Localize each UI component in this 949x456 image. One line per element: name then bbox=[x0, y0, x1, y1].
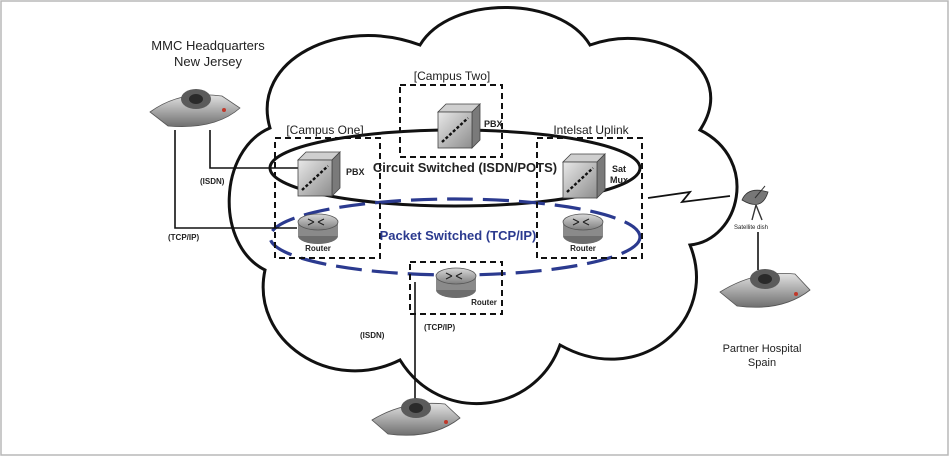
campus-one-box bbox=[274, 137, 381, 259]
mmc-hq-label-line2: New Jersey bbox=[174, 54, 242, 69]
campus-one-label: [Campus One] bbox=[286, 123, 363, 137]
campus-two-box bbox=[399, 84, 503, 158]
router-campus-one bbox=[297, 213, 339, 244]
video-conference-unit-hq bbox=[149, 89, 241, 127]
intelsat-uplink-box bbox=[536, 137, 643, 259]
intelsat-uplink-label: Intelsat Uplink bbox=[553, 123, 629, 137]
pbx-campus-two bbox=[437, 103, 481, 149]
satellite-link-bolt bbox=[647, 190, 731, 204]
sat-mux-label-line1: Sat bbox=[612, 164, 626, 174]
isdn-left-label: (ISDN) bbox=[200, 177, 225, 186]
pbx-left-label: PBX bbox=[346, 167, 365, 177]
tcpip-left-label: (TCP/IP) bbox=[168, 233, 199, 242]
isdn-wire-hq bbox=[209, 130, 303, 169]
campus-two-label: [Campus Two] bbox=[414, 69, 490, 83]
sat-mux-label-line2: Mux bbox=[610, 175, 628, 185]
router-right-label: Router bbox=[570, 244, 596, 253]
pbx-top-label: PBX bbox=[484, 119, 503, 129]
pbx-campus-one bbox=[297, 151, 341, 197]
video-conference-unit-partner bbox=[719, 269, 811, 308]
bottom-router-box bbox=[409, 261, 503, 315]
tcpip-wire-hq bbox=[174, 130, 297, 229]
satellite-dish-icon bbox=[741, 185, 769, 221]
mmc-hq-label-line1: MMC Headquarters bbox=[151, 38, 265, 53]
partner-hospital-label-line1: Partner Hospital bbox=[723, 343, 802, 355]
packet-switched-label: Packet Switched (TCP/IP) bbox=[380, 228, 537, 243]
tcpip-bottom-label: (TCP/IP) bbox=[424, 323, 455, 332]
video-conference-unit-bottom bbox=[371, 398, 461, 436]
router-intelsat bbox=[562, 213, 604, 244]
sat-mux-device bbox=[562, 153, 606, 199]
circuit-switched-label: Circuit Switched (ISDN/POTS) bbox=[373, 160, 557, 175]
satellite-dish-label: Satellite dish bbox=[734, 225, 768, 231]
partner-hospital-label-line2: Spain bbox=[748, 357, 776, 369]
router-bottom bbox=[435, 267, 477, 298]
router-left-label: Router bbox=[305, 244, 331, 253]
router-bottom-label: Router bbox=[471, 298, 497, 307]
isdn-bottom-label: (ISDN) bbox=[360, 331, 385, 340]
